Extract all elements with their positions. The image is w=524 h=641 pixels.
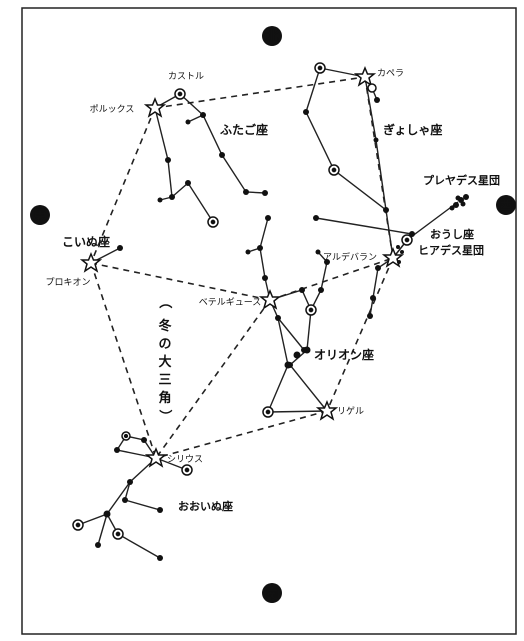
north-marker: 北 — [262, 26, 282, 46]
ringed-star-markers — [72, 62, 413, 540]
triangle-char: 冬 — [158, 318, 171, 334]
chart-frame — [21, 7, 517, 635]
star-icon — [144, 447, 168, 468]
sirius-label: シリウス — [167, 454, 203, 465]
direction-markers: 北 南 東 西 — [30, 26, 516, 603]
canis-minor-label: こいぬ座 — [62, 234, 110, 249]
triangle-char: ） — [157, 409, 173, 422]
aldebaran-label: アルデバラン — [323, 251, 377, 263]
pollux-label: ポルックス — [90, 104, 135, 115]
star-labels: カストル ポルックス カペラ プロキオン ベテルギュース アルデバラン リゲル … — [45, 68, 404, 465]
bright-star-markers — [79, 66, 405, 468]
hyades-cluster — [396, 245, 404, 264]
constellation-labels: ふたご座 ぎょしゃ座 こいぬ座 プレヤデス星団 おうし座 ヒアデス星団 オリオン… — [62, 122, 500, 513]
triangle-char: 角 — [158, 390, 171, 406]
taurus-label: おうし座 — [430, 227, 474, 241]
winter-triangle-label: （ 冬 の 大 三 角 ） — [157, 295, 173, 422]
east-marker: 東 — [30, 205, 50, 225]
star-icon — [353, 66, 377, 87]
procyon-label: プロキオン — [45, 277, 90, 288]
triangle-char: （ — [157, 295, 173, 308]
orion-label: オリオン座 — [314, 347, 374, 362]
canis-major-label: おおいぬ座 — [178, 499, 233, 513]
south-label: 南 — [265, 585, 279, 602]
pleiades-label: プレヤデス星団 — [423, 173, 500, 187]
star-icon — [315, 400, 339, 421]
triangle-char: 三 — [158, 373, 171, 388]
star-icon — [79, 252, 103, 273]
west-label: 西 — [499, 198, 513, 214]
north-label: 北 — [265, 29, 279, 45]
betelgeuse-label: ベテルギュース — [199, 297, 262, 308]
gemini-label: ふたご座 — [220, 122, 268, 137]
small-star-dots — [95, 97, 415, 561]
west-marker: 西 — [496, 195, 516, 215]
constellation-lines — [77, 67, 459, 559]
east-label: 東 — [33, 207, 47, 224]
castor-label: カストル — [168, 71, 204, 82]
star-icon — [258, 289, 282, 310]
triangle-char: の — [158, 337, 171, 352]
rigel-label: リゲル — [337, 405, 364, 417]
triangle-char: 大 — [158, 354, 171, 370]
auriga-label: ぎょしゃ座 — [383, 122, 442, 137]
pleiades-cluster — [449, 194, 469, 211]
capella-label: カペラ — [377, 68, 404, 79]
hyades-label: ヒアデス星団 — [418, 243, 484, 257]
star-icon — [143, 97, 167, 118]
south-marker: 南 — [262, 583, 282, 603]
